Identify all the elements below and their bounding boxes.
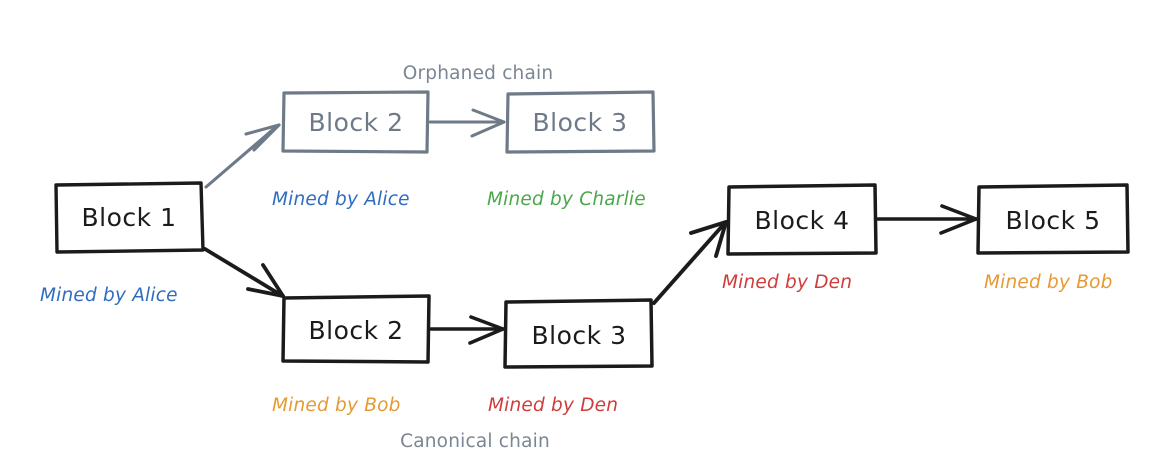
canonical-block-4-box [726,183,878,256]
orphan-block-3-node[interactable]: Block 3 [505,90,656,154]
orphan-block-3-label: Block 3 [533,108,628,137]
arrow-orphan-block2-to-orphan-block3 [428,108,506,138]
canonical-block-3-box [503,298,654,369]
canonical-block-4-label: Block 4 [755,206,850,235]
block-1-node[interactable]: Block 1 [54,181,205,254]
canonical-block-3-miner-label: Mined by Den [488,395,618,416]
canonical-block-4-miner-label: Mined by Den [722,272,852,293]
canonical-block-2-node[interactable]: Block 2 [281,294,431,364]
canonical-block-5-miner-label: Mined by Bob [984,272,1113,293]
orphan-block-2-label: Block 2 [309,108,404,137]
block-1-miner-label: Mined by Alice [40,285,178,306]
canonical-block-3-label: Block 3 [532,321,627,350]
orphan-block-3-miner-label: Mined by Charlie [487,189,646,210]
orphan-block-2-box [281,90,430,154]
canonical-block-5-node[interactable]: Block 5 [976,183,1130,255]
canonical-block-2-label: Block 2 [309,316,404,345]
arrow-canonical-block4-to-canonical-block5 [876,204,978,235]
canonical-block-3-node[interactable]: Block 3 [503,298,654,369]
orphaned-chain-label: Orphaned chain [403,63,554,84]
canonical-block-5-box [976,183,1130,255]
block-1-box [54,181,205,254]
canonical-block-4-node[interactable]: Block 4 [726,183,878,256]
orphan-block-2-miner-label: Mined by Alice [272,189,410,210]
block-1-label: Block 1 [82,203,177,232]
orphan-block-3-box [505,90,656,154]
arrow-block1-to-orphan-block2 [204,123,281,189]
canonical-block-2-miner-label: Mined by Bob [272,395,401,416]
canonical-block-2-box [281,294,431,364]
arrow-block1-to-canonical-block2 [203,247,285,298]
canonical-block-5-label: Block 5 [1006,206,1101,235]
canonical-chain-label: Canonical chain [400,431,550,452]
orphan-block-2-node[interactable]: Block 2 [281,90,430,154]
arrow-canonical-block3-to-canonical-block4 [652,220,728,305]
arrow-canonical-block2-to-canonical-block3 [429,315,505,345]
